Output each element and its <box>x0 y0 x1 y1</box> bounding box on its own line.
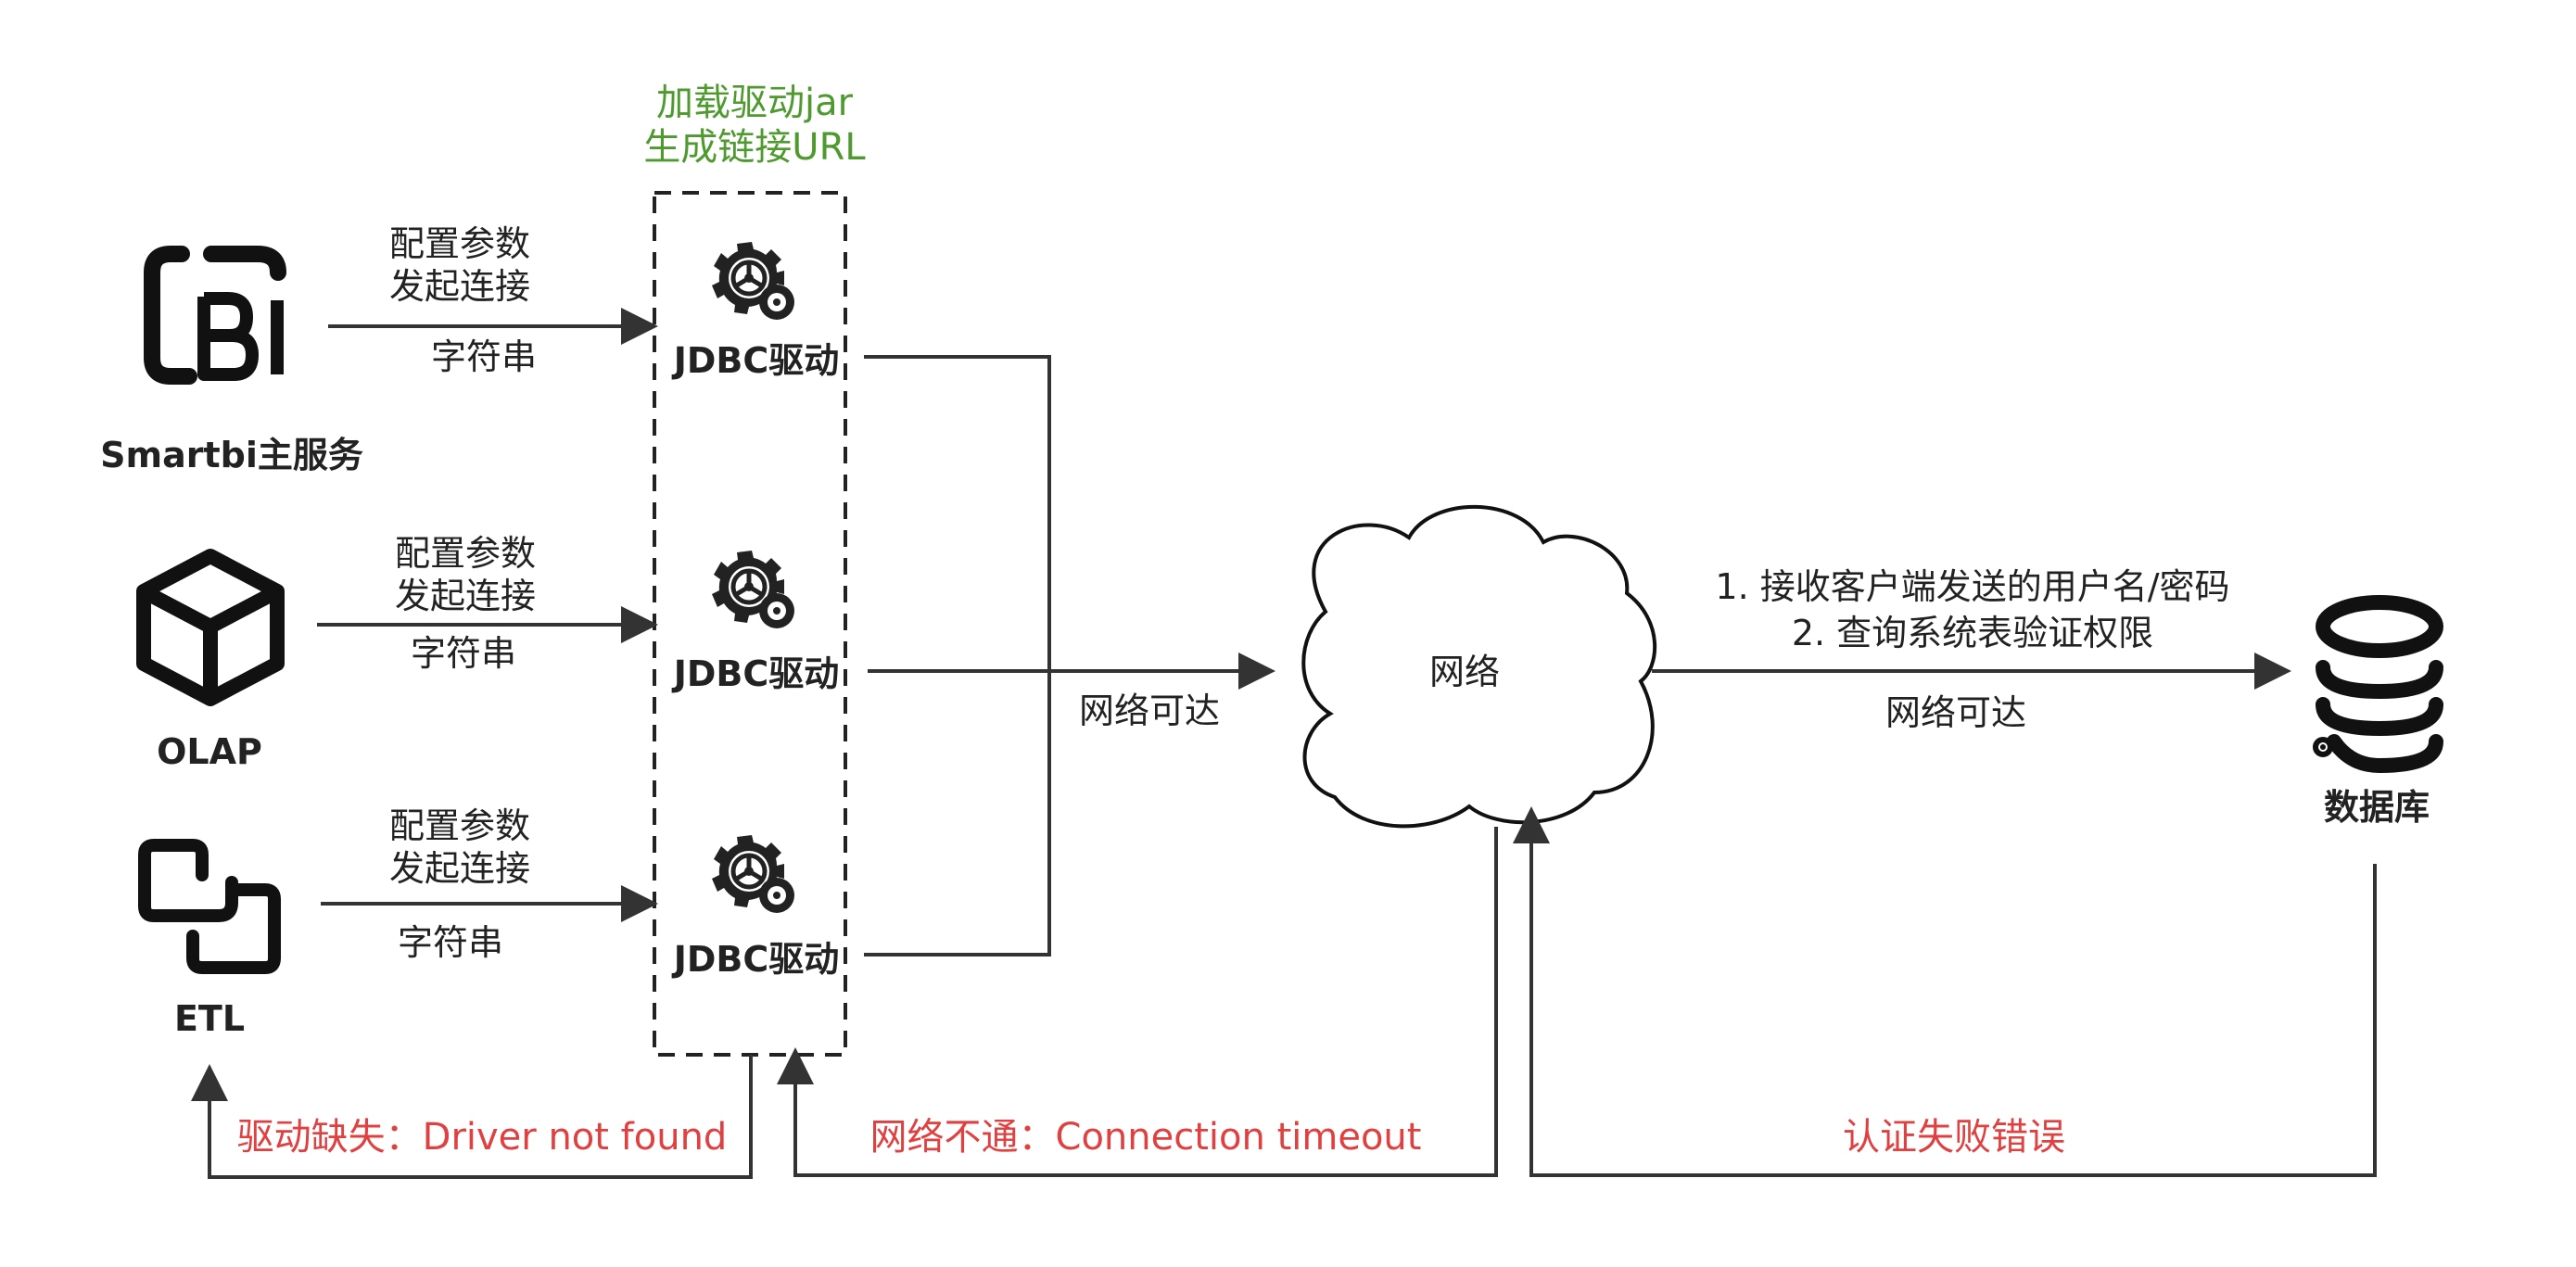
gear-icon <box>712 835 794 913</box>
database-label: 数据库 <box>2324 787 2430 828</box>
linked-squares-icon <box>138 839 281 974</box>
jdbc-driver-label-3: JDBC驱动 <box>671 939 840 980</box>
jdbc-driver-label-2: JDBC驱动 <box>671 653 840 694</box>
arrow-label-config-3: 配置参数 <box>389 805 530 846</box>
arrow-label-string-1: 字符串 <box>431 336 537 377</box>
error-auth-failed: 认证失败错误 <box>1843 1116 2065 1159</box>
network-reach-label-right: 网络可达 <box>1885 692 2026 733</box>
arrow-label-config-1: 配置参数 <box>389 223 530 264</box>
error-path-auth-failed <box>1513 806 2377 1177</box>
arrow-label-string-2: 字符串 <box>411 633 516 674</box>
cube-icon <box>136 549 285 706</box>
error-driver-missing: 驱动缺失：Driver not found <box>237 1116 728 1159</box>
error-path-network-down <box>777 827 1498 1177</box>
arrow-label-config-2: 配置参数 <box>395 533 536 574</box>
gear-icon <box>712 242 794 320</box>
auth-step-1: 1. 接收客户端发送的用户名/密码 <box>1715 566 2229 607</box>
source-name-olap: OLAP <box>157 731 262 772</box>
error-path-driver-missing <box>191 1055 753 1179</box>
driver-box-title-line1: 加载驱动jar <box>656 82 854 124</box>
arrow-label-connect-2: 发起连接 <box>395 576 536 616</box>
arrow-label-string-3: 字符串 <box>398 922 503 963</box>
arrow-label-connect-3: 发起连接 <box>389 848 530 889</box>
source-name-etl: ETL <box>174 998 245 1039</box>
network-reach-label-left: 网络可达 <box>1079 691 1220 731</box>
source-name-smartbi: Smartbi主服务 <box>100 435 363 475</box>
network-cloud <box>1301 504 1657 829</box>
auth-step-2: 2. 查询系统表验证权限 <box>1792 613 2153 653</box>
driver-container <box>653 191 847 1057</box>
bi-logo-icon <box>144 246 286 385</box>
arrow-label-connect-1: 发起连接 <box>389 266 530 307</box>
driver-box-title-line2: 生成链接URL <box>643 126 866 169</box>
database-icon <box>2313 595 2443 774</box>
gear-icon <box>712 551 794 628</box>
network-label: 网络 <box>1429 652 1500 692</box>
error-network-down: 网络不通：Connection timeout <box>870 1116 1422 1159</box>
driver-merge-bracket <box>864 355 1051 957</box>
jdbc-driver-label-1: JDBC驱动 <box>671 340 840 381</box>
